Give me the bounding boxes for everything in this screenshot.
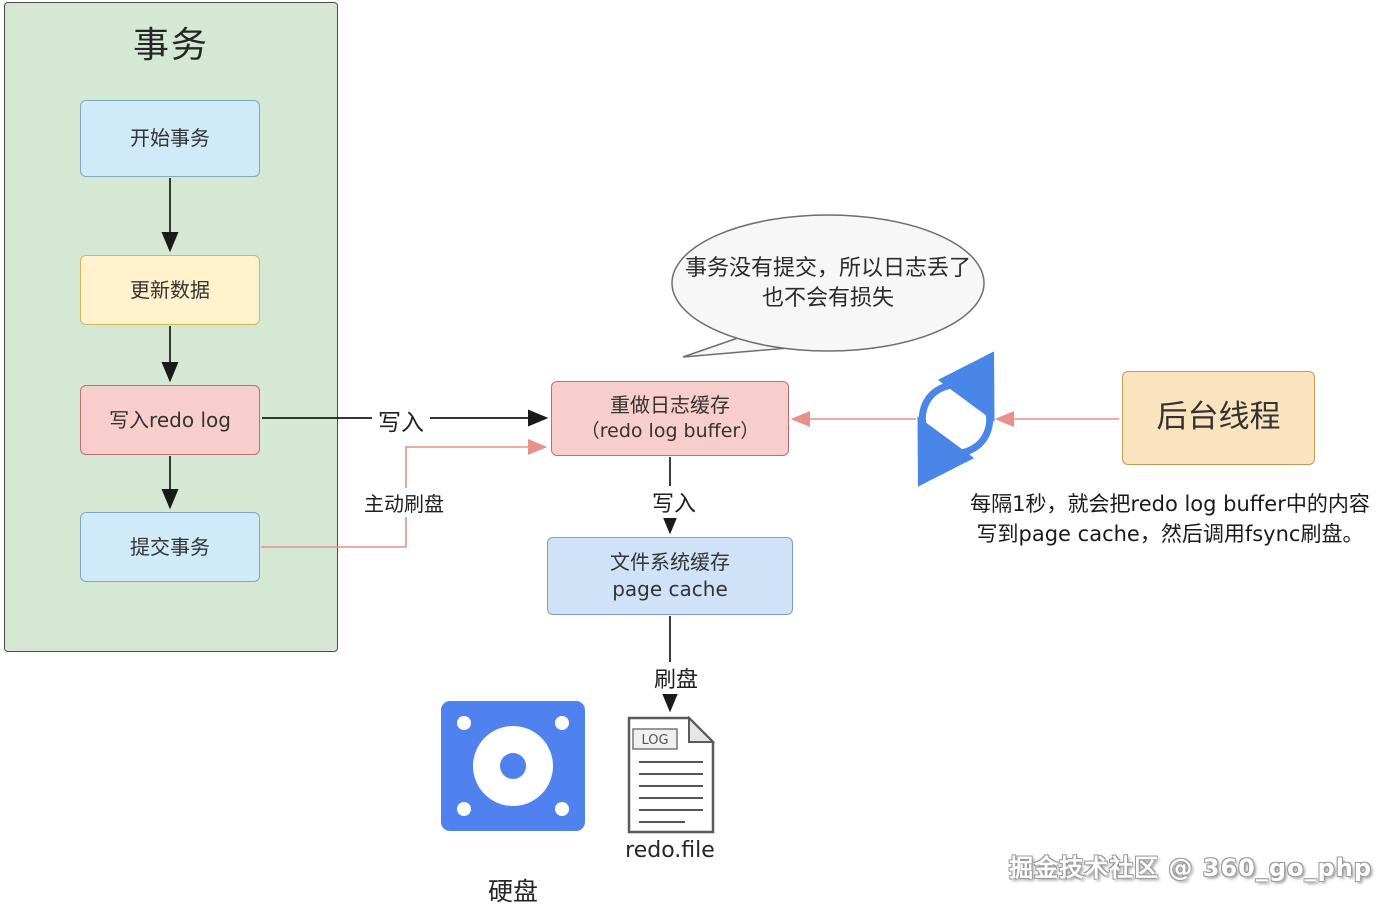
refresh-icon: [917, 351, 995, 487]
background-thread-note: 每隔1秒，就会把redo log buffer中的内容 写到page cache…: [944, 489, 1394, 549]
speech-bubble-text: 事务没有提交，所以日志丢了 也不会有损失: [672, 254, 984, 314]
redo-buffer-line2: （redo log buffer）: [580, 420, 760, 443]
edge-label-write-to-cache: 写入: [646, 486, 703, 518]
bubble-line1: 事务没有提交，所以日志丢了: [684, 256, 971, 281]
edge-label-manual-flush: 主动刷盘: [358, 488, 450, 517]
disk-caption: 硬盘: [487, 877, 538, 904]
node-commit-transaction: 提交事务: [80, 512, 260, 582]
node-background-thread: 后台线程: [1122, 371, 1315, 465]
node-update-data: 更新数据: [80, 255, 260, 325]
bubble-line2: 也不会有损失: [761, 286, 894, 311]
note-line1: 每隔1秒，就会把redo log buffer中的内容: [970, 492, 1370, 516]
node-redo-log-buffer: 重做日志缓存 （redo log buffer）: [551, 381, 789, 456]
page-cache-line1: 文件系统缓存: [610, 550, 730, 574]
log-badge-text: LOG: [641, 733, 668, 748]
node-page-cache: 文件系统缓存 page cache: [547, 537, 793, 615]
note-line2: 写到page cache，然后调用fsync刷盘。: [976, 522, 1364, 546]
edge-label-write-to-buffer: 写入: [372, 403, 430, 437]
watermark: 掘金技术社区 @ 360_go_php: [1009, 854, 1372, 882]
hard-disk-icon: [441, 701, 585, 831]
panel-title: 事务: [132, 25, 209, 66]
node-write-redo-log: 写入redo log: [80, 385, 260, 455]
redo-file-caption: redo.file: [625, 838, 715, 863]
redo-buffer-line1: 重做日志缓存: [610, 393, 730, 418]
page-cache-line2: page cache: [612, 577, 728, 601]
node-begin-transaction: 开始事务: [80, 100, 260, 177]
edge-label-flush-disk: 刷盘: [648, 662, 705, 694]
log-file-icon: LOG: [627, 716, 715, 834]
